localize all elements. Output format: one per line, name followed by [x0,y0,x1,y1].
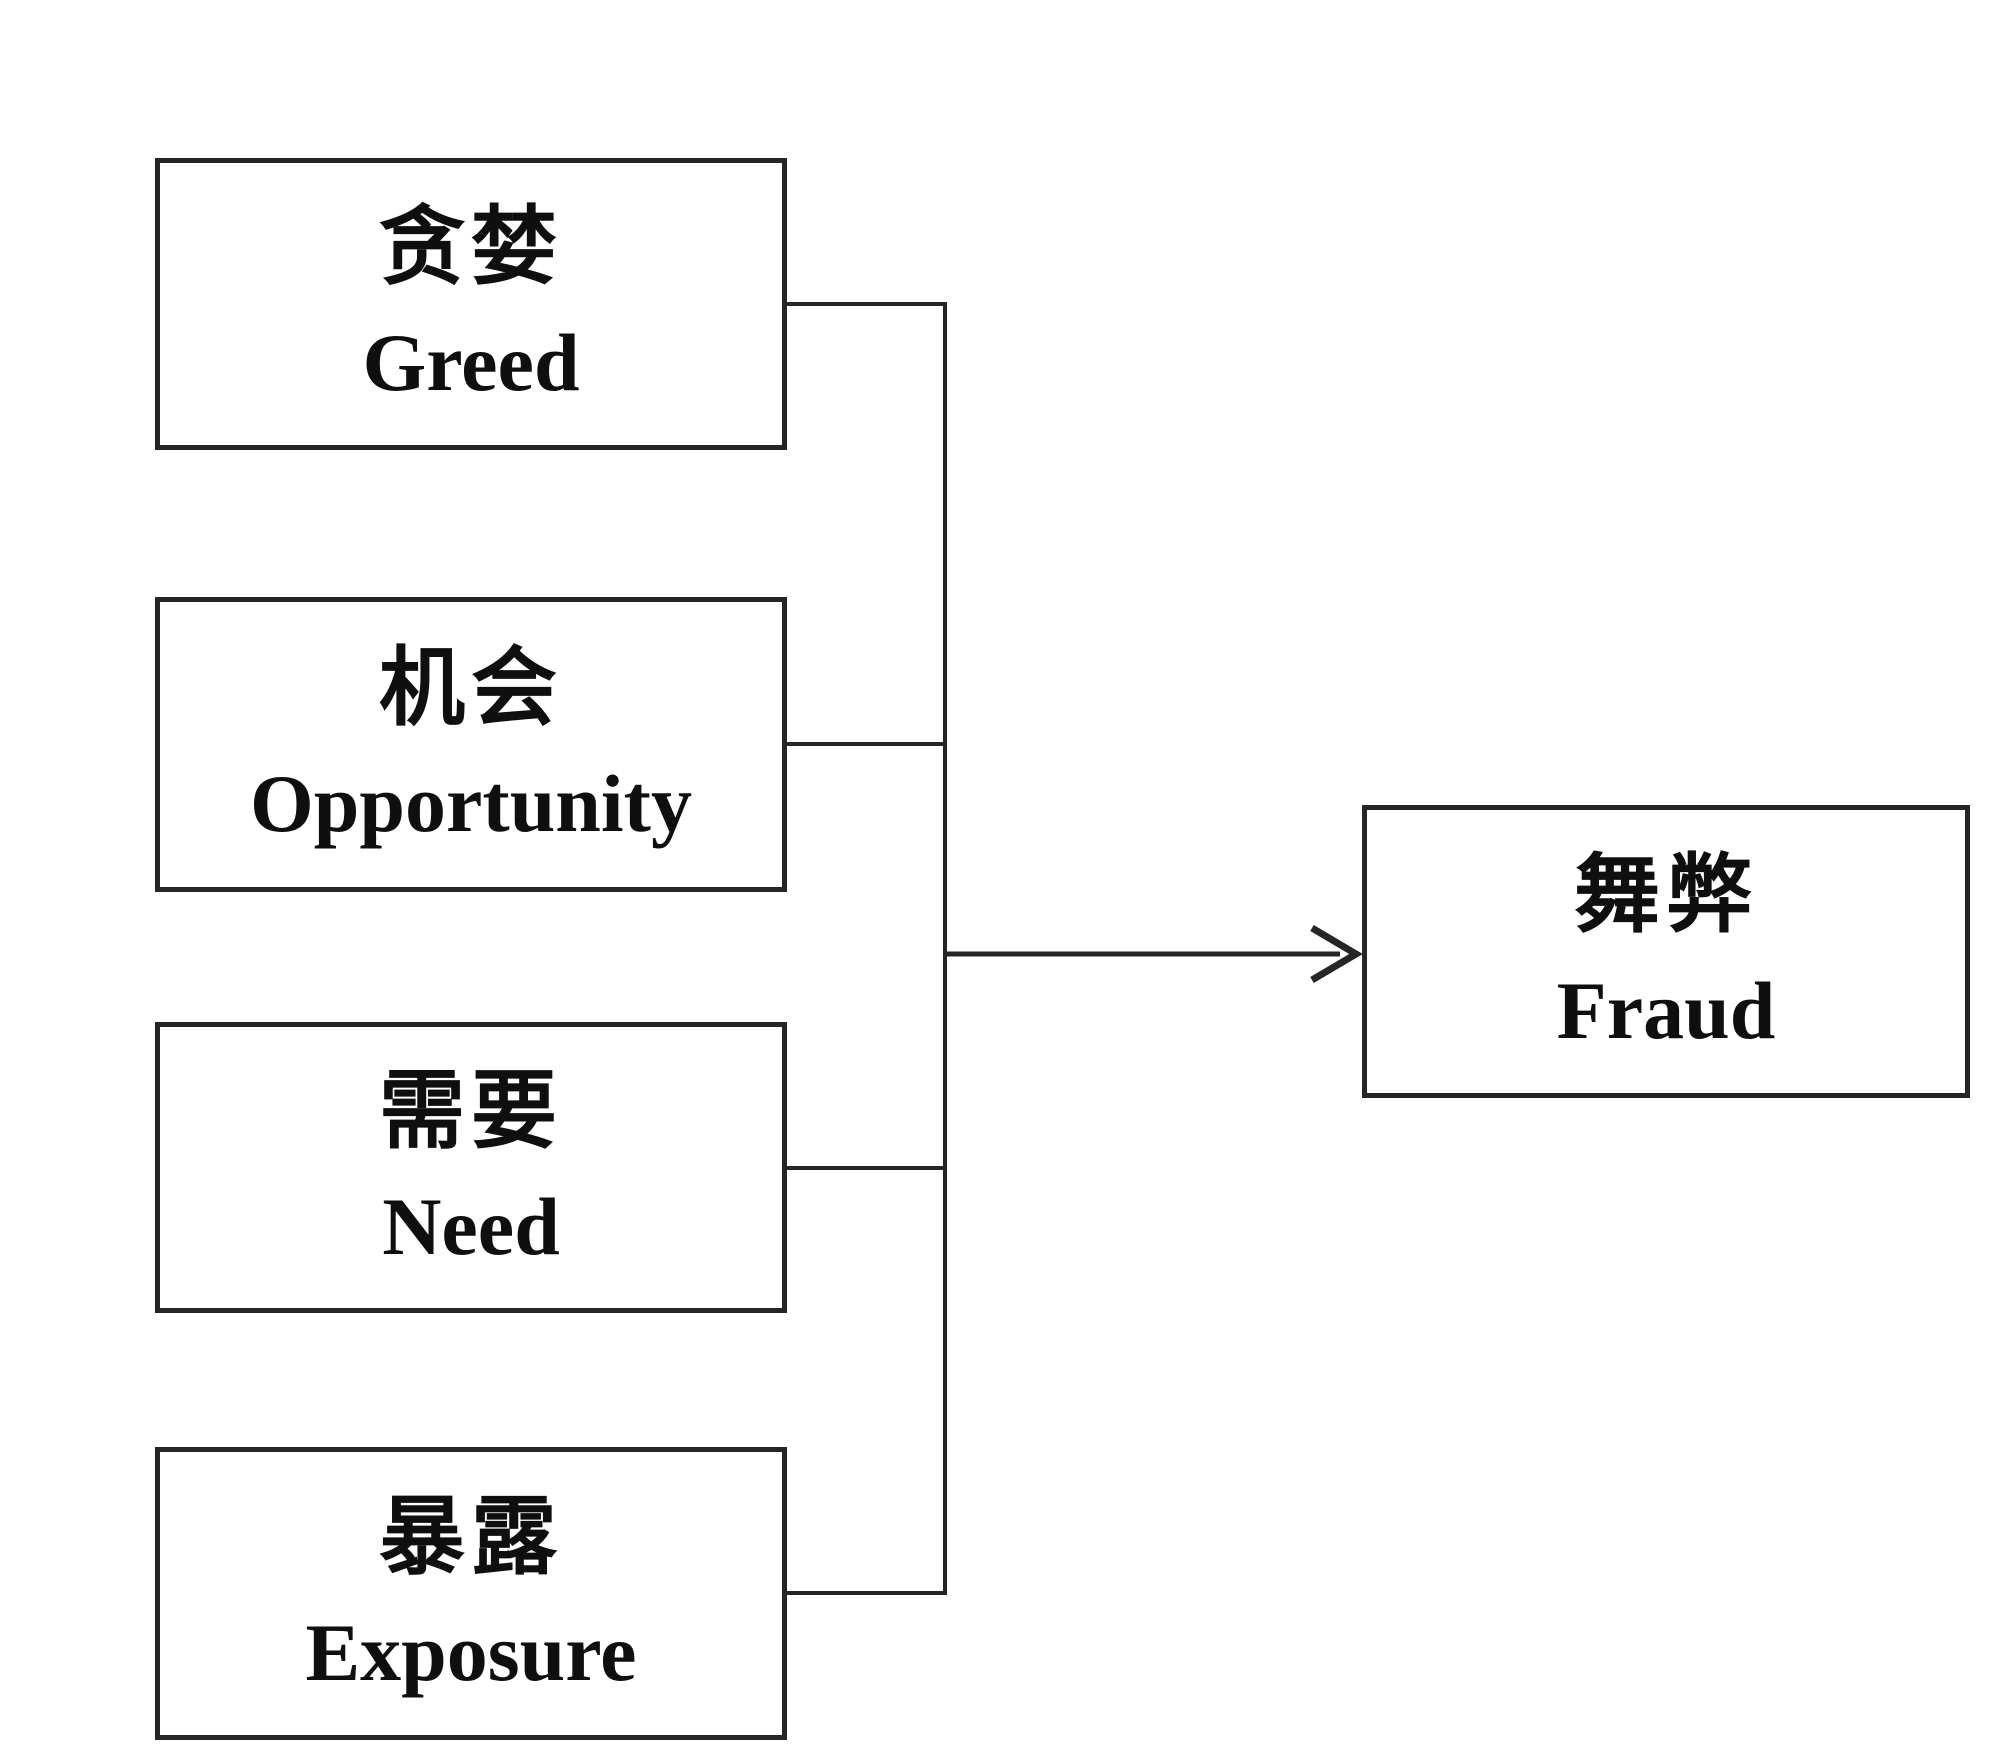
need-label-zh: 需要 [379,1062,563,1159]
greed-label-en: Greed [362,317,580,408]
arrow-head-icon [1310,924,1363,984]
factor-box-opportunity: 机会 Opportunity [155,597,787,892]
opportunity-label-zh: 机会 [379,639,563,736]
opportunity-label-en: Opportunity [250,757,692,849]
exposure-label-en: Exposure [305,1606,637,1698]
fraud-label-en: Fraud [1556,964,1776,1056]
greed-label-zh: 贪婪 [379,199,563,295]
fraud-label-zh: 舞弊 [1574,846,1758,943]
factor-box-need: 需要 Need [155,1022,787,1313]
need-label-en: Need [382,1180,560,1272]
factor-box-exposure: 暴露 Exposure [155,1447,787,1740]
factor-box-greed: 贪婪 Greed [155,158,787,450]
outcome-box-fraud: 舞弊 Fraud [1362,805,1970,1098]
exposure-label-zh: 暴露 [379,1488,563,1585]
